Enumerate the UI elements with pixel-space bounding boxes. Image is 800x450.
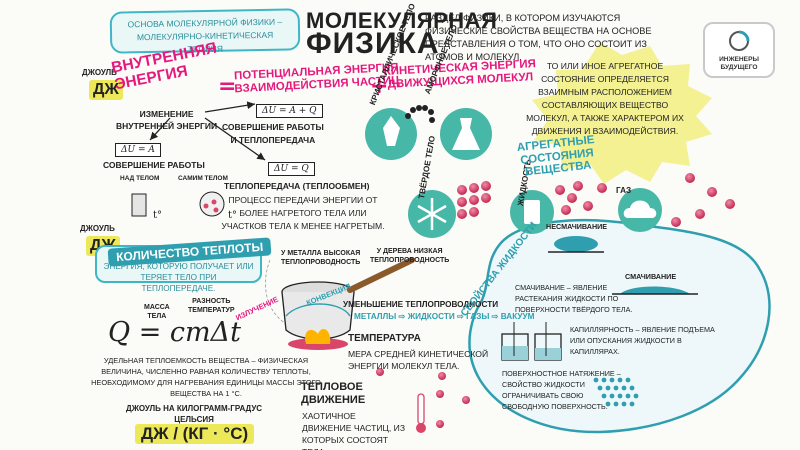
wood-label: У дерева низкая теплопроводность	[370, 247, 449, 265]
jkg-label: Джоуль на килограмм-градус Цельсия	[126, 403, 262, 425]
work-heat-line1: Совершение работы	[222, 122, 324, 132]
joule-label: Джоуль	[82, 68, 117, 77]
joule-symbol: Дж	[89, 80, 123, 100]
temp-diff-line1: Разность	[192, 298, 231, 305]
thermal-decrease: Уменьшение теплопроводности	[343, 300, 499, 309]
heat-quantity-desc: Энергия, которую получает или теряет тел…	[103, 262, 254, 293]
temperature-down: t°	[228, 210, 238, 221]
wood-line1: У дерева низкая	[376, 248, 443, 255]
logo: ИНЖЕНЕРЫ БУДУЩЕГО	[703, 22, 775, 78]
thermal-motion-desc: Хаотичное движение частиц, из которых со…	[302, 411, 406, 450]
star-text: То или иное агрегатное состояние определ…	[526, 61, 684, 136]
metal-line1: У металла высокая	[281, 250, 361, 257]
temperature-title: Температура	[348, 333, 421, 344]
thermal-motion-line1: Тепловое	[301, 381, 363, 393]
metal-label: У металла высокая теплопроводность	[281, 249, 360, 267]
temp-diff-label: Разность температур	[188, 297, 235, 315]
logo-icon	[729, 30, 750, 51]
heat-transfer-title: Теплопередача (теплообмен)	[224, 181, 370, 191]
title-line2: ФИЗИКА	[306, 27, 440, 60]
wetting-label: Смачивание	[625, 272, 677, 281]
specific-heat: Удельная теплоемкость вещества – физичес…	[91, 356, 321, 398]
capillarity-desc: Капиллярность – явление подъема или опус…	[570, 325, 715, 356]
surface-tension-desc: Поверхностное натяжение – свойство жидко…	[502, 369, 621, 411]
plus-sign: +	[370, 74, 389, 99]
temperature-up: t°	[153, 210, 163, 221]
jkg-line2: Цельсия	[174, 415, 214, 424]
work-label: Совершение работы	[103, 160, 205, 170]
logo-line1: ИНЖЕНЕРЫ	[719, 56, 759, 63]
work-heat-line2: и теплопередача	[230, 135, 316, 145]
jkg-line1: Джоуль на килограмм-градус	[126, 404, 263, 413]
logo-line2: БУДУЩЕГО	[720, 64, 758, 71]
thermal-motion-line2: движение	[301, 394, 366, 406]
mass-line2: тела	[147, 313, 167, 320]
formula-heat: ΔU = Q	[268, 162, 315, 176]
star-burst	[532, 42, 712, 184]
wetting-desc: Смачивание – явление растекания жидкости…	[515, 283, 633, 314]
heat-transfer-desc: Процесс передачи энергии от более нагрет…	[221, 195, 385, 231]
change-line1: Изменение	[139, 109, 194, 119]
work-heat-label: Совершение работы и теплопередача	[222, 121, 324, 147]
joule-label-2: Джоуль	[80, 224, 115, 233]
gas-label: Газ	[616, 186, 632, 195]
title-line1: МОЛЕКУЛЯРНАЯ	[306, 8, 498, 33]
thermal-list: Металлы ⇨ жидкости ⇨ газы ⇨ вакуум	[354, 312, 535, 321]
temp-diff-line2: температур	[188, 307, 235, 314]
wood-line2: теплопроводность	[370, 257, 450, 264]
nonwetting-label: Несмачивание	[546, 222, 608, 231]
temperature-desc: Мера средней кинетической энергии молеку…	[348, 349, 489, 371]
change-label: Изменение внутренней энергии	[116, 108, 217, 132]
heat-formula: Q = cmΔt	[108, 317, 241, 348]
mass-label: Масса тела	[144, 303, 170, 321]
over-body-label: Над телом	[120, 175, 160, 182]
subtitle: Раздел физики, в котором изучаются физич…	[425, 13, 652, 62]
change-line2: внутренней энергии	[116, 121, 218, 131]
by-body-label: Самим телом	[178, 175, 228, 182]
formula-work-heat: ΔU = A + Q	[256, 104, 323, 118]
thermal-motion-title: Тепловое движение	[301, 381, 365, 407]
metal-line2: теплопроводность	[281, 259, 361, 266]
formula-work: ΔU = A	[115, 143, 161, 157]
jkg-symbol: Дж / (кг · °C)	[135, 424, 255, 444]
equals-sign: =	[218, 74, 237, 99]
mass-line1: Масса	[144, 304, 170, 311]
